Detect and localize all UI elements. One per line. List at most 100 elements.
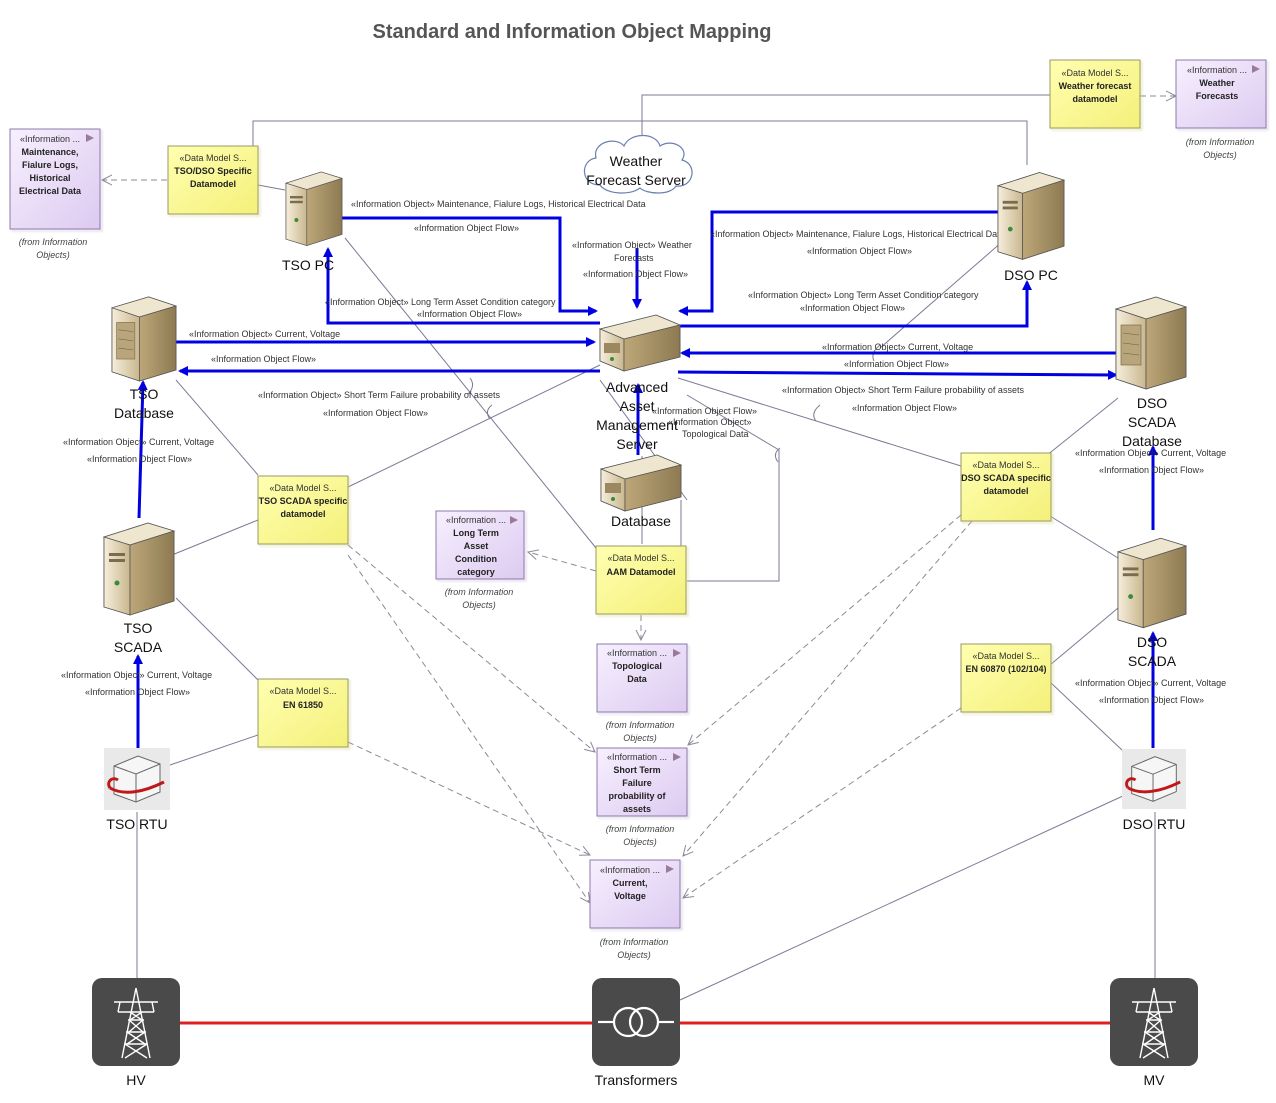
note-stereotype: «Data Model S... xyxy=(607,553,674,563)
info-object-topological[interactable]: «Information ... Topological Data (from … xyxy=(596,643,688,743)
note-title: Electrical Data xyxy=(19,186,82,196)
node-label: DSO xyxy=(1137,395,1167,411)
data-model-tsodso[interactable]: «Data Model S... TSO/DSO Specific Datamo… xyxy=(167,145,259,215)
flow-label: «Information Object Flow» xyxy=(323,408,428,418)
transformers[interactable]: Transformers xyxy=(590,976,682,1088)
node-label: SCADA xyxy=(1128,414,1177,430)
note-title: Topological xyxy=(612,661,662,671)
flow-label: «Information Object Flow» xyxy=(800,303,905,313)
note-title: Historical xyxy=(29,173,70,183)
flow-label: «Information Object Flow» xyxy=(1099,695,1204,705)
weather-forecast-server[interactable]: Weather Forecast Server xyxy=(583,134,693,194)
tso-database[interactable]: TSO Database xyxy=(111,296,177,421)
dso-pc[interactable]: DSO PC xyxy=(997,172,1065,283)
note-stereotype: «Information ... xyxy=(607,752,667,762)
info-object-maintenance[interactable]: «Information ... Maintenance, Fialure Lo… xyxy=(9,128,101,260)
node-label: Database xyxy=(1122,433,1182,449)
database[interactable]: Database xyxy=(600,454,682,529)
node-label: SCADA xyxy=(114,639,163,655)
from-note: Objects) xyxy=(36,250,70,260)
dso-rtu[interactable]: DSO RTU xyxy=(1120,747,1188,832)
flow-label: «Information Object Flow» xyxy=(652,406,757,416)
note-stereotype: «Data Model S... xyxy=(972,651,1039,661)
flow-label: «Information Object Flow» xyxy=(852,403,957,413)
node-label: Management xyxy=(596,417,678,433)
mv-tower[interactable]: MV xyxy=(1109,977,1199,1088)
node-label: Database xyxy=(611,513,671,529)
flow-label: «Information Object Flow» xyxy=(583,269,688,279)
dependency-arrows xyxy=(102,96,1176,903)
info-object-current-voltage[interactable]: «Information ... Current, Voltage (from … xyxy=(589,859,681,960)
flow-label: «Information Object Flow» xyxy=(807,246,912,256)
flow-label: «Information Object» Maintenance, Fialur… xyxy=(351,199,646,209)
data-model-en60870[interactable]: «Data Model S... EN 60870 (102/104) xyxy=(960,643,1052,713)
tso-pc[interactable]: TSO PC xyxy=(282,171,343,273)
note-title: Failure xyxy=(622,778,652,788)
note-title: Current, xyxy=(612,878,647,888)
node-label: Server xyxy=(616,436,658,452)
dso-scada-database[interactable]: DSO SCADA Database xyxy=(1115,296,1187,449)
note-title: Forecasts xyxy=(1196,91,1239,101)
hv-tower[interactable]: HV xyxy=(91,977,181,1088)
flow-label: «Information Object» Current, Voltage xyxy=(822,342,973,352)
information-flows xyxy=(133,210,1158,748)
note-stereotype: «Information ... xyxy=(607,648,667,658)
note-stereotype: «Information ... xyxy=(20,134,80,144)
info-object-weather[interactable]: «Information ... Weather Forecasts (from… xyxy=(1175,59,1267,160)
flow-label: «Information Object Flow» xyxy=(414,223,519,233)
info-object-ltac[interactable]: «Information ... Long Term Asset Conditi… xyxy=(435,510,525,610)
aam-server[interactable]: Advanced Asset Management Server xyxy=(596,314,681,452)
note-title: category xyxy=(457,567,495,577)
note-title: datamodel xyxy=(280,509,325,519)
note-title: probability of xyxy=(609,791,667,801)
flow-label: Topological Data xyxy=(682,429,749,439)
dso-scada[interactable]: DSO SCADA xyxy=(1117,537,1187,669)
flow-label: «Information Object Flow» xyxy=(417,309,522,319)
data-model-dso-scada[interactable]: «Data Model S... DSO SCADA specific data… xyxy=(960,452,1052,522)
node-label: Database xyxy=(114,405,174,421)
flow-label: «Information Object» Current, Voltage xyxy=(1075,448,1226,458)
flow-labels: «Information Object» Maintenance, Fialur… xyxy=(61,199,1226,705)
flow-label: «Information Object Flow» xyxy=(85,687,190,697)
node-label: TSO xyxy=(124,620,153,636)
flow-label: «Information Object Flow» xyxy=(1099,465,1204,475)
from-note: Objects) xyxy=(1203,150,1237,160)
note-title: Weather forecast xyxy=(1059,81,1132,91)
tso-rtu[interactable]: TSO RTU xyxy=(102,746,172,832)
data-model-weather[interactable]: «Data Model S... Weather forecast datamo… xyxy=(1049,59,1141,129)
note-stereotype: «Data Model S... xyxy=(1061,68,1128,78)
tso-scada[interactable]: TSO SCADA xyxy=(103,522,175,655)
from-note: (from Information xyxy=(606,720,675,730)
note-title: TSO/DSO Specific xyxy=(174,166,252,176)
flow-label: «Information Object» Short Term Failure … xyxy=(782,385,1024,395)
note-title: Data xyxy=(627,674,648,684)
data-model-tso-scada[interactable]: «Data Model S... TSO SCADA specific data… xyxy=(257,475,349,545)
note-title: Weather xyxy=(1199,78,1235,88)
from-note: Objects) xyxy=(623,837,657,847)
note-title: datamodel xyxy=(983,486,1028,496)
from-note: (from Information xyxy=(445,587,514,597)
note-title: AAM Datamodel xyxy=(606,567,675,577)
note-stereotype: «Information ... xyxy=(600,865,660,875)
from-note: (from Information xyxy=(600,937,669,947)
note-title: Maintenance, xyxy=(21,147,78,157)
flow-label: «Information Object» Weather xyxy=(572,240,692,250)
node-label: TSO PC xyxy=(282,257,334,273)
note-title: Asset xyxy=(464,541,489,551)
data-model-aam[interactable]: «Data Model S... AAM Datamodel xyxy=(595,545,687,615)
note-stereotype: «Data Model S... xyxy=(179,153,246,163)
note-title: Short Term xyxy=(613,765,660,775)
flow-label: «Information Object» Long Term Asset Con… xyxy=(325,297,556,307)
flow-label: «Information Object Flow» xyxy=(211,354,316,364)
note-stereotype: «Data Model S... xyxy=(972,460,1039,470)
note-stereotype: «Data Model S... xyxy=(269,483,336,493)
data-model-en61850[interactable]: «Data Model S... EN 61850 xyxy=(257,678,349,748)
node-label: SCADA xyxy=(1128,653,1177,669)
note-title: assets xyxy=(623,804,651,814)
info-object-stf[interactable]: «Information ... Short Term Failure prob… xyxy=(596,747,688,847)
from-note: Objects) xyxy=(462,600,496,610)
note-stereotype: «Information ... xyxy=(446,515,506,525)
flow-label: «Information Object» Long Term Asset Con… xyxy=(748,290,979,300)
note-title: DSO SCADA specific xyxy=(961,473,1051,483)
note-title: Datamodel xyxy=(190,179,236,189)
